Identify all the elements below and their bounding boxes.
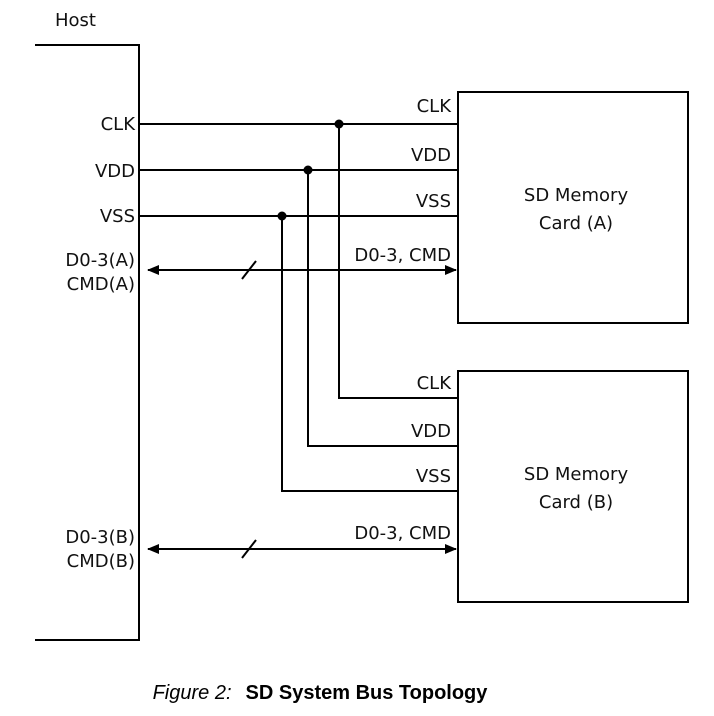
card-a-pin-vss: VSS — [416, 191, 451, 212]
card-b-pin-vss: VSS — [416, 466, 451, 487]
host-label: Host — [55, 10, 96, 31]
clk-junction-dot — [334, 119, 344, 129]
card-b-title-line1: SD Memory — [524, 464, 629, 485]
card-a-pin-clk: CLK — [417, 96, 453, 117]
host-pin-bus-a-line1: D0-3(A) — [65, 250, 135, 271]
vdd-branch-b — [307, 170, 458, 447]
card-a-box — [457, 91, 689, 324]
vss-branch-b — [281, 216, 458, 492]
vss-junction-dot — [277, 211, 287, 221]
card-a-pin-vdd: VDD — [411, 145, 451, 166]
host-pin-vdd: VDD — [95, 161, 135, 182]
vdd-junction-dot — [303, 165, 313, 175]
host-pin-clk: CLK — [101, 114, 137, 135]
bus-b-slash — [241, 539, 257, 559]
card-b-box — [457, 370, 689, 603]
card-a-title-line1: SD Memory — [524, 185, 629, 206]
caption-prefix: Figure 2: — [153, 682, 232, 704]
host-pin-bus-b-line2: CMD(B) — [67, 551, 135, 572]
host-pin-vss: VSS — [100, 206, 135, 227]
card-b-pin-clk: CLK — [417, 373, 453, 394]
caption-title: SD System Bus Topology — [246, 682, 489, 704]
card-b-pin-bus: D0-3, CMD — [354, 523, 451, 544]
figure-caption: Figure 2: SD System Bus Topology — [153, 682, 489, 704]
card-b-title-line2: Card (B) — [539, 492, 613, 513]
host-outline — [35, 44, 140, 641]
bus-a-slash — [241, 260, 257, 280]
card-a-title-line2: Card (A) — [539, 213, 613, 234]
host-pin-bus-b-line1: D0-3(B) — [65, 527, 135, 548]
card-a-pin-bus: D0-3, CMD — [354, 245, 451, 266]
clk-branch-b — [338, 124, 458, 399]
card-b-pin-vdd: VDD — [411, 421, 451, 442]
host-pin-bus-a-line2: CMD(A) — [67, 274, 135, 295]
